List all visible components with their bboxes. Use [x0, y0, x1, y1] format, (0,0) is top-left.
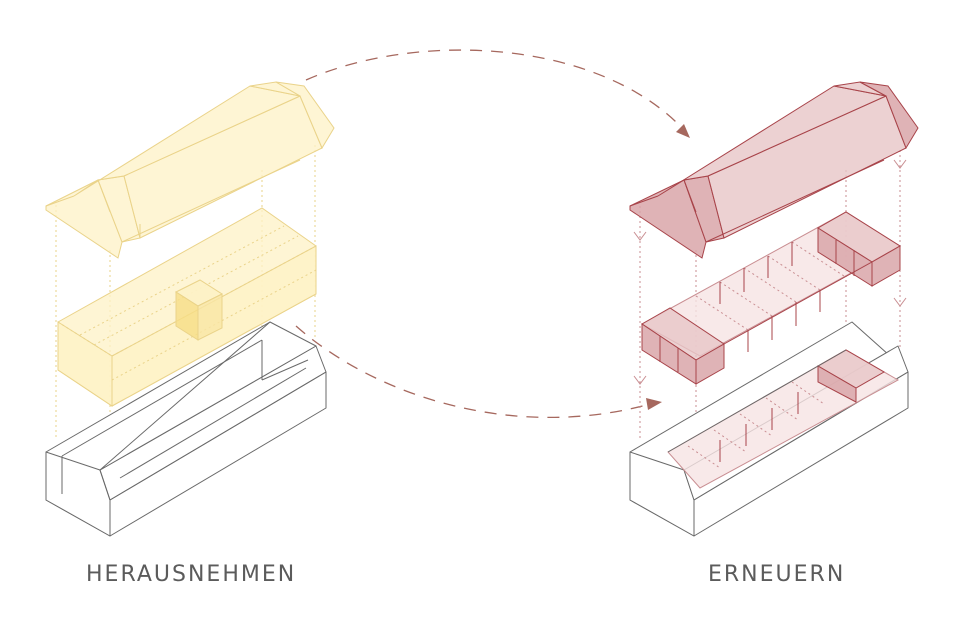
right-roof	[629, 81, 919, 259]
bottom-arrow-path	[295, 325, 651, 419]
right-building	[629, 81, 919, 537]
left-middle-volume	[57, 207, 317, 407]
transition-arrows	[295, 49, 690, 419]
label-erneuern: ERNEUERN	[708, 562, 846, 587]
bottom-arrow-head	[646, 398, 662, 410]
right-base-shell	[629, 321, 909, 537]
top-arrow-path	[305, 49, 685, 131]
top-arrow-head	[676, 124, 690, 138]
right-middle-modules	[640, 211, 901, 385]
label-herausnehmen: HERAUSNEHMEN	[86, 562, 297, 587]
left-base-shell	[45, 321, 327, 537]
left-roof	[45, 81, 335, 259]
left-building	[45, 81, 335, 537]
